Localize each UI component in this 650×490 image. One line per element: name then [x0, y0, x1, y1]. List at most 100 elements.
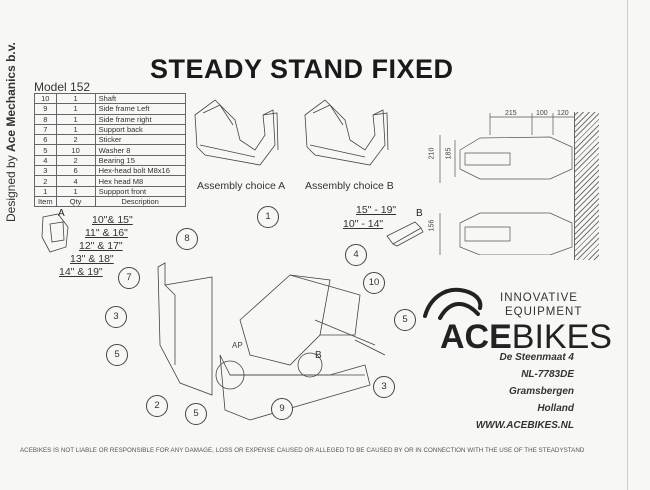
parts-cell-qty: 4	[55, 175, 96, 187]
parts-cell-description: Sticker	[94, 134, 186, 146]
address-city: Gramsbergen	[508, 386, 574, 397]
size-b-0: 15" - 19"	[356, 204, 397, 216]
assembly-a-drawing	[194, 99, 279, 166]
size-a-2: 12" & 17"	[79, 240, 123, 252]
address-postcode: NL-7783DE	[521, 369, 574, 380]
callout-3-right: 3	[373, 376, 395, 398]
parts-cell-item: 1	[34, 185, 57, 197]
size-a-4: 14" & 19"	[59, 266, 103, 278]
model-label: Model 152	[34, 80, 91, 94]
parts-cell-qty: 10	[55, 144, 96, 156]
callout-1: 1	[257, 206, 279, 228]
parts-cell-qty: 1	[55, 92, 96, 105]
parts-cell-item: 3	[34, 165, 57, 177]
size-a-1: 11" & 16"	[85, 227, 128, 239]
callout-3-left: 3	[105, 306, 127, 328]
dim-156: 156	[428, 219, 436, 232]
size-a-0: 10"& 15"	[92, 214, 133, 226]
parts-cell-qty: 1	[55, 185, 96, 197]
callout-5-bottom: 5	[185, 403, 207, 425]
parts-cell-qty: 6	[55, 165, 96, 177]
parts-cell-item: 8	[34, 113, 57, 125]
dim-120: 120	[557, 110, 569, 117]
parts-cell-qty: 1	[55, 103, 96, 115]
website-link[interactable]: WWW.ACEBIKES.NL	[475, 420, 574, 431]
callout-7: 7	[118, 267, 140, 289]
dim-215: 215	[505, 110, 517, 117]
size-b-1: 10" - 14"	[343, 218, 384, 230]
top-view-drawings	[439, 113, 576, 255]
size-a-label: A	[58, 208, 65, 219]
callout-4: 4	[345, 244, 367, 266]
parts-cell-qty: 2	[55, 154, 96, 167]
scan-edge-line	[627, 0, 628, 490]
parts-cell-item: 6	[34, 134, 57, 146]
marker-ap: AP	[232, 341, 243, 350]
marker-b: B	[315, 350, 322, 361]
assembly-choice-a-caption: Assembly choice A	[197, 180, 286, 192]
size-a-3: 13" & 18"	[70, 253, 114, 265]
callout-9: 9	[271, 398, 293, 420]
parts-cell-description: Support back	[94, 123, 186, 136]
disclaimer: ACEBIKES IS NOT LIABLE OR RESPONSIBLE FO…	[20, 447, 585, 454]
assembly-b-drawing	[304, 99, 389, 166]
logo-tagline-2: EQUIPMENT	[505, 306, 583, 318]
parts-cell-item: 5	[34, 144, 57, 156]
parts-column-header: Qty	[55, 195, 96, 208]
callout-10: 10	[363, 272, 385, 294]
logo-tagline-1: INNOVATIVE	[500, 292, 578, 304]
callout-5-right: 5	[394, 309, 416, 331]
exploded-drawing	[157, 262, 386, 421]
address-country: Holland	[537, 403, 574, 414]
parts-cell-qty: 1	[55, 123, 96, 136]
dim-100: 100	[536, 110, 548, 117]
designer-prefix: Designed by	[4, 151, 18, 222]
callout-5-left: 5	[106, 344, 128, 366]
parts-cell-item: 7	[34, 123, 57, 136]
callout-8: 8	[176, 228, 198, 250]
page-title: STEADY STAND FIXED	[150, 54, 454, 84]
parts-cell-description: Side frame right	[94, 113, 186, 125]
parts-cell-qty: 1	[55, 113, 96, 125]
size-b-label: B	[416, 208, 423, 219]
assembly-choice-b-caption: Assembly choice B	[305, 180, 394, 192]
designer-name: Ace Mechanics b.v.	[4, 42, 18, 152]
brand-light: BIKES	[511, 318, 612, 356]
parts-cell-description: Hex head M8	[94, 175, 186, 187]
parts-column-header: Item	[34, 195, 57, 208]
parts-cell-item: 2	[34, 175, 57, 187]
parts-cell-qty: 2	[55, 134, 96, 146]
designer-credit: Designed by Ace Mechanics b.v.	[4, 42, 18, 222]
bracket-b-icon	[386, 221, 424, 247]
parts-cell-description: Side frame Left	[94, 103, 186, 115]
parts-cell-item: 9	[34, 103, 57, 115]
assembly-illustrations	[194, 99, 389, 166]
brand-bold: ACE	[440, 318, 512, 356]
parts-cell-description: Washer 8	[94, 144, 186, 156]
parts-cell-item: 4	[34, 154, 57, 167]
parts-cell-description: Shaft	[94, 92, 186, 105]
parts-cell-item: 10	[34, 92, 57, 105]
dim-210: 210	[428, 147, 436, 160]
dim-185: 185	[445, 147, 453, 160]
acebikes-logo-icon	[423, 287, 483, 320]
parts-cell-description: Suppport front	[94, 185, 186, 197]
parts-cell-description: Bearing 15	[94, 154, 186, 167]
callout-2: 2	[146, 395, 168, 417]
wall-hatch	[574, 112, 599, 260]
brand-name: ACEBIKES	[440, 318, 612, 357]
bracket-a-icon	[41, 213, 69, 253]
parts-column-header: Description	[94, 195, 186, 208]
parts-cell-description: Hex-head bolt M8x16	[94, 165, 186, 177]
